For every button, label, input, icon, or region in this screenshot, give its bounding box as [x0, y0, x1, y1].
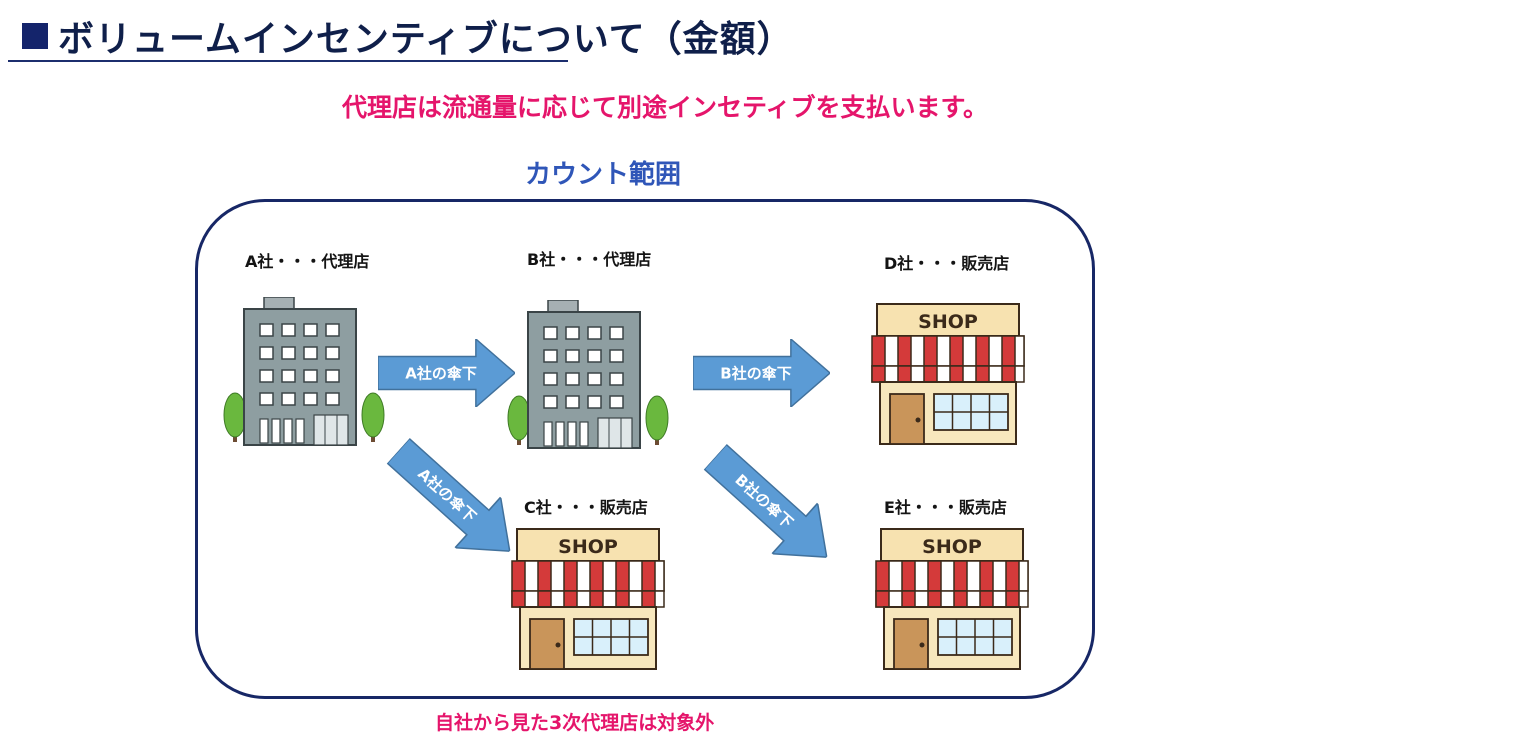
title-bullet-icon	[22, 23, 48, 49]
page-title: ボリュームインセンティブについて（金額）	[22, 10, 794, 62]
shop-icon: SHOP	[868, 302, 1028, 447]
node-label-e: E社・・・販売店	[884, 494, 1007, 518]
shop-icon: SHOP	[508, 527, 668, 672]
edge-label: A社の傘下	[405, 363, 477, 384]
node-label-b: B社・・・代理店	[527, 246, 651, 270]
shop-sign-text: SHOP	[918, 311, 978, 333]
office-building-icon	[506, 300, 676, 450]
edge-label: B社の傘下	[720, 363, 791, 384]
title-underline	[8, 60, 568, 62]
shop-sign-text: SHOP	[922, 536, 982, 558]
node-label-d: D社・・・販売店	[884, 250, 1009, 274]
page-title-text: ボリュームインセンティブについて（金額）	[58, 19, 794, 60]
edge-b-to-d: B社の傘下	[693, 339, 830, 407]
shop-icon: SHOP	[872, 527, 1032, 672]
footnote: 自社から見た3次代理店は対象外	[435, 708, 714, 735]
subtitle: 代理店は流通量に応じて別途インセティブを支払います。	[0, 88, 1330, 124]
edge-a-to-b: A社の傘下	[378, 339, 515, 407]
node-label-c: C社・・・販売店	[524, 494, 648, 518]
office-building-icon	[222, 297, 392, 447]
scope-label: カウント範囲	[525, 154, 681, 191]
shop-sign-text: SHOP	[558, 536, 618, 558]
node-label-a: A社・・・代理店	[245, 248, 369, 272]
